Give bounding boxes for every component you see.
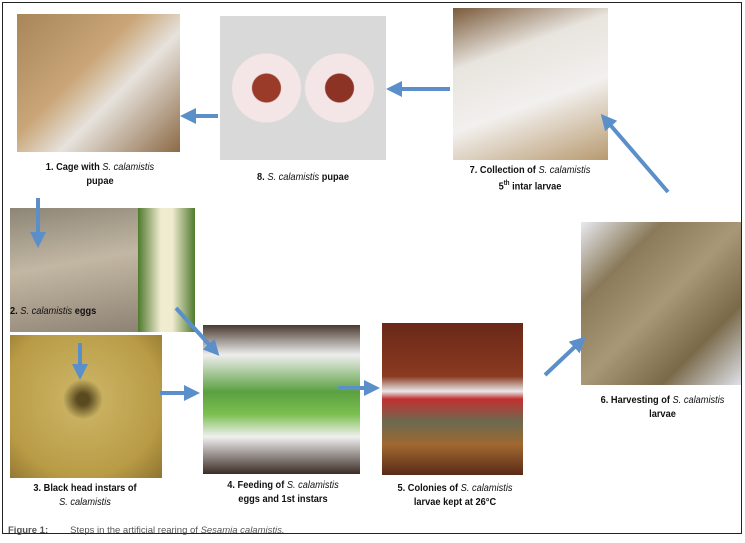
caption-step-3: 3. Black head instars of S. calamistis xyxy=(33,482,137,508)
photo-blackhead-instars xyxy=(10,335,162,478)
figure-caption: Figure 1:Steps in the artificial rearing… xyxy=(8,525,285,536)
arrow-5-to-6 xyxy=(543,336,586,377)
figure-frame xyxy=(2,2,742,534)
photo-eggs-stem xyxy=(10,208,138,332)
photo-colonies xyxy=(382,323,523,475)
caption-step-8: 8. S. calamistis pupae xyxy=(257,171,349,183)
photo-feeding xyxy=(203,325,360,474)
photo-larvae-collection xyxy=(453,8,608,160)
arrow-2-to-4 xyxy=(174,306,220,356)
photo-pupae xyxy=(220,16,386,160)
photo-eggs-leaf xyxy=(138,208,195,332)
arrow-6-to-7 xyxy=(600,113,670,194)
photo-harvesting xyxy=(581,222,741,385)
caption-step-2: 2. S. calamistis eggs xyxy=(10,305,97,317)
photo-cage xyxy=(17,14,180,152)
